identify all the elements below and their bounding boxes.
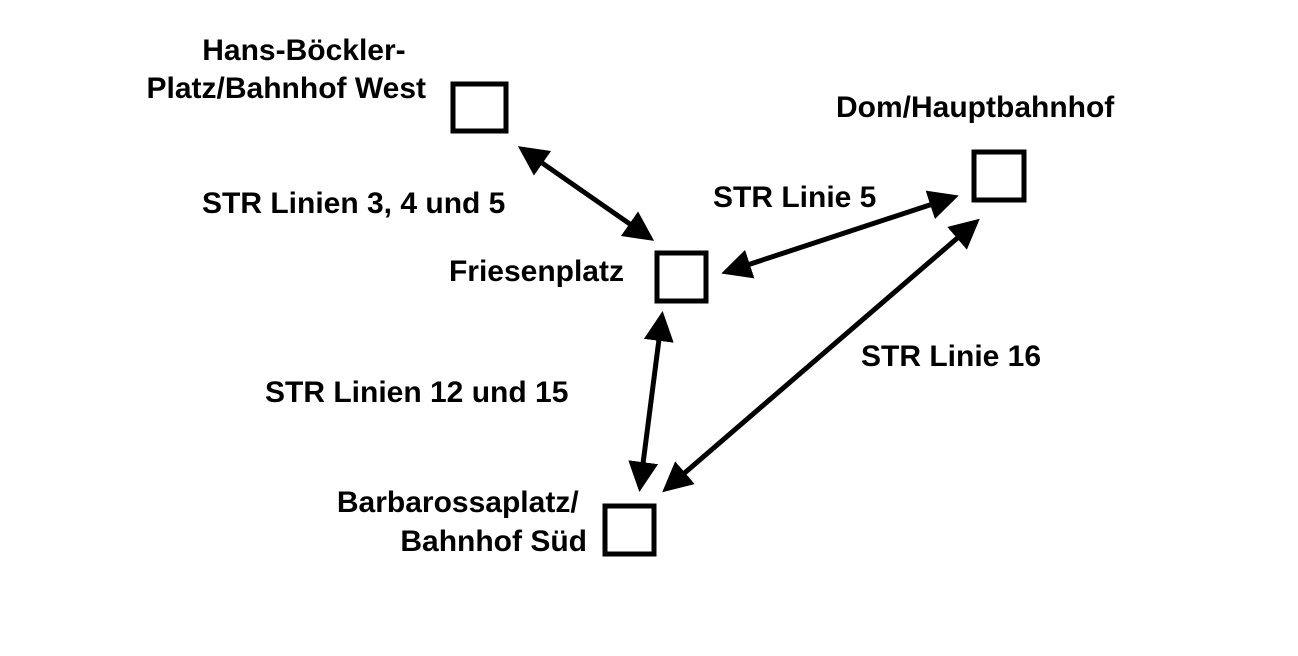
station-label-dom: Dom/Hauptbahnhof [836, 91, 1115, 124]
connection-label-dom-barbarossa: STR Linie 16 [861, 340, 1041, 373]
station-label-hans-boeckler-line1: Hans-Böckler- [202, 34, 405, 67]
station-node-hans-boeckler [450, 81, 509, 134]
station-node-barbarossa [602, 503, 657, 557]
station-node-friesenplatz [654, 250, 709, 304]
station-label-friesenplatz: Friesenplatz [449, 255, 624, 288]
connection-label-friesenplatz-barbarossa: STR Linien 12 und 15 [265, 376, 568, 409]
station-label-hans-boeckler-line2: Platz/Bahnhof West [147, 72, 426, 105]
edge-dom-barbarossa [662, 218, 980, 493]
station-label-barbarossa-line1: Barbarossaplatz/ [337, 486, 579, 519]
station-label-hans-boeckler: Hans-Böckler- Platz/Bahnhof West [147, 34, 426, 105]
station-label-barbarossa-line2: Bahnhof Süd [400, 525, 587, 558]
station-label-barbarossa: Barbarossaplatz/ Bahnhof Süd [337, 486, 587, 558]
station-node-dom [971, 149, 1027, 203]
connection-label-friesenplatz-dom: STR Linie 5 [713, 181, 876, 214]
edge-friesenplatz-barbarossa [628, 311, 674, 492]
edge-hans-friesenplatz [517, 146, 655, 241]
connection-label-hans-friesenplatz: STR Linien 3, 4 und 5 [202, 187, 505, 220]
